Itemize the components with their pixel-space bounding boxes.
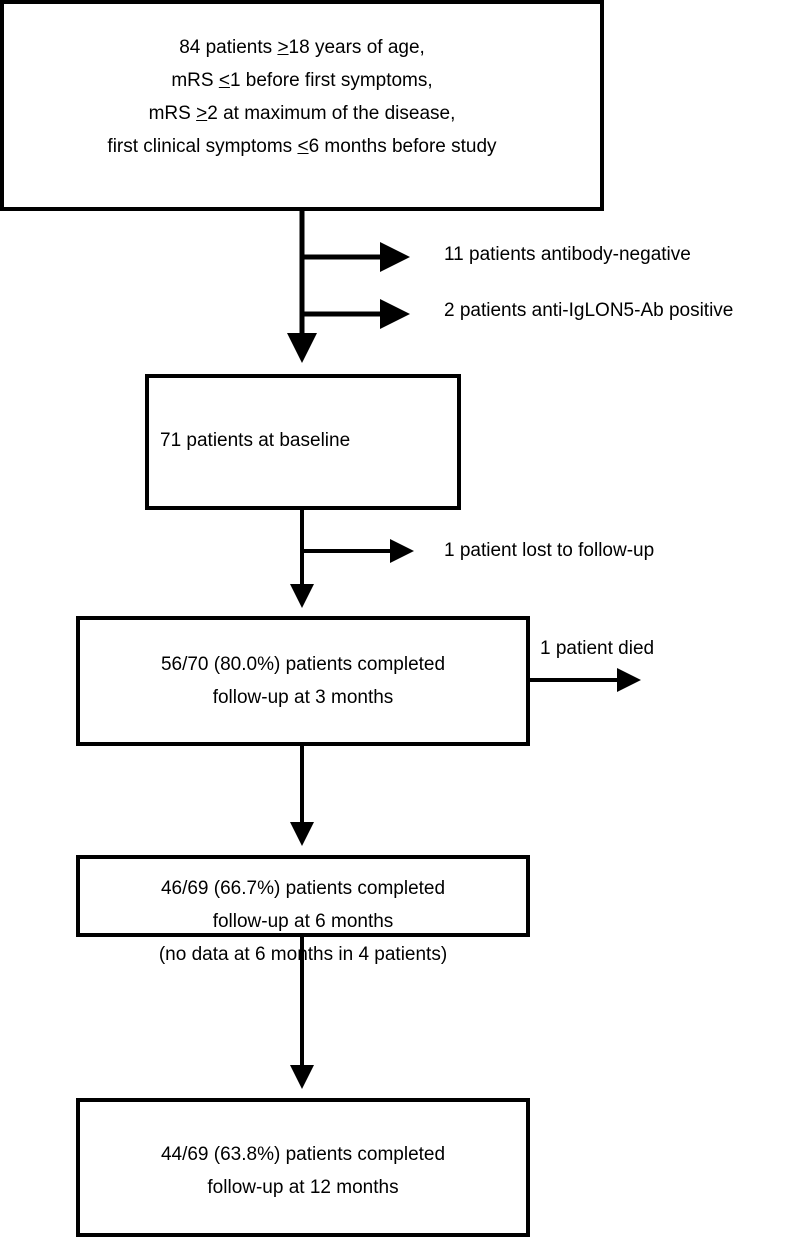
box-eligibility [0,0,604,211]
12-months-line-1: 44/69 (63.8%) patients completed [160,1144,446,1165]
exclusion-iglon5-positive: 2 patients anti-IgLON5-Ab positive [444,300,734,321]
12-months-text: 44/69 (63.8%) patients completed follow-… [76,1138,530,1204]
exclusion-antibody-negative: 11 patients antibody-negative [444,244,691,265]
3-months-text: 56/70 (80.0%) patients completed follow-… [76,648,530,714]
6-months-line-2: follow-up at 6 months [212,911,394,932]
12-months-line-2: follow-up at 12 months [207,1177,399,1198]
eligibility-line-2: mRS <1 before first symptoms, [171,70,433,91]
eligibility-line-4: first clinical symptoms <6 months before… [107,136,497,157]
box-6-months [76,855,530,937]
eligibility-text: 84 patients >18 years of age, mRS <1 bef… [0,31,604,163]
box-baseline [145,374,461,510]
3-months-line-2: follow-up at 3 months [212,687,394,708]
box-3-months [76,616,530,746]
exclusion-lost-to-follow-up: 1 patient lost to follow-up [444,540,655,561]
6-months-line-3: (no data at 6 months in 4 patients) [158,944,448,965]
exclusion-died: 1 patient died [540,638,655,659]
baseline-text: 71 patients at baseline [160,430,351,451]
6-months-line-1: 46/69 (66.7%) patients completed [160,878,446,899]
box-12-months [76,1098,530,1237]
eligibility-line-1: 84 patients >18 years of age, [179,37,425,58]
6-months-text: 46/69 (66.7%) patients completed follow-… [76,872,530,971]
eligibility-line-3: mRS >2 at maximum of the disease, [148,103,456,124]
3-months-line-1: 56/70 (80.0%) patients completed [160,654,446,675]
